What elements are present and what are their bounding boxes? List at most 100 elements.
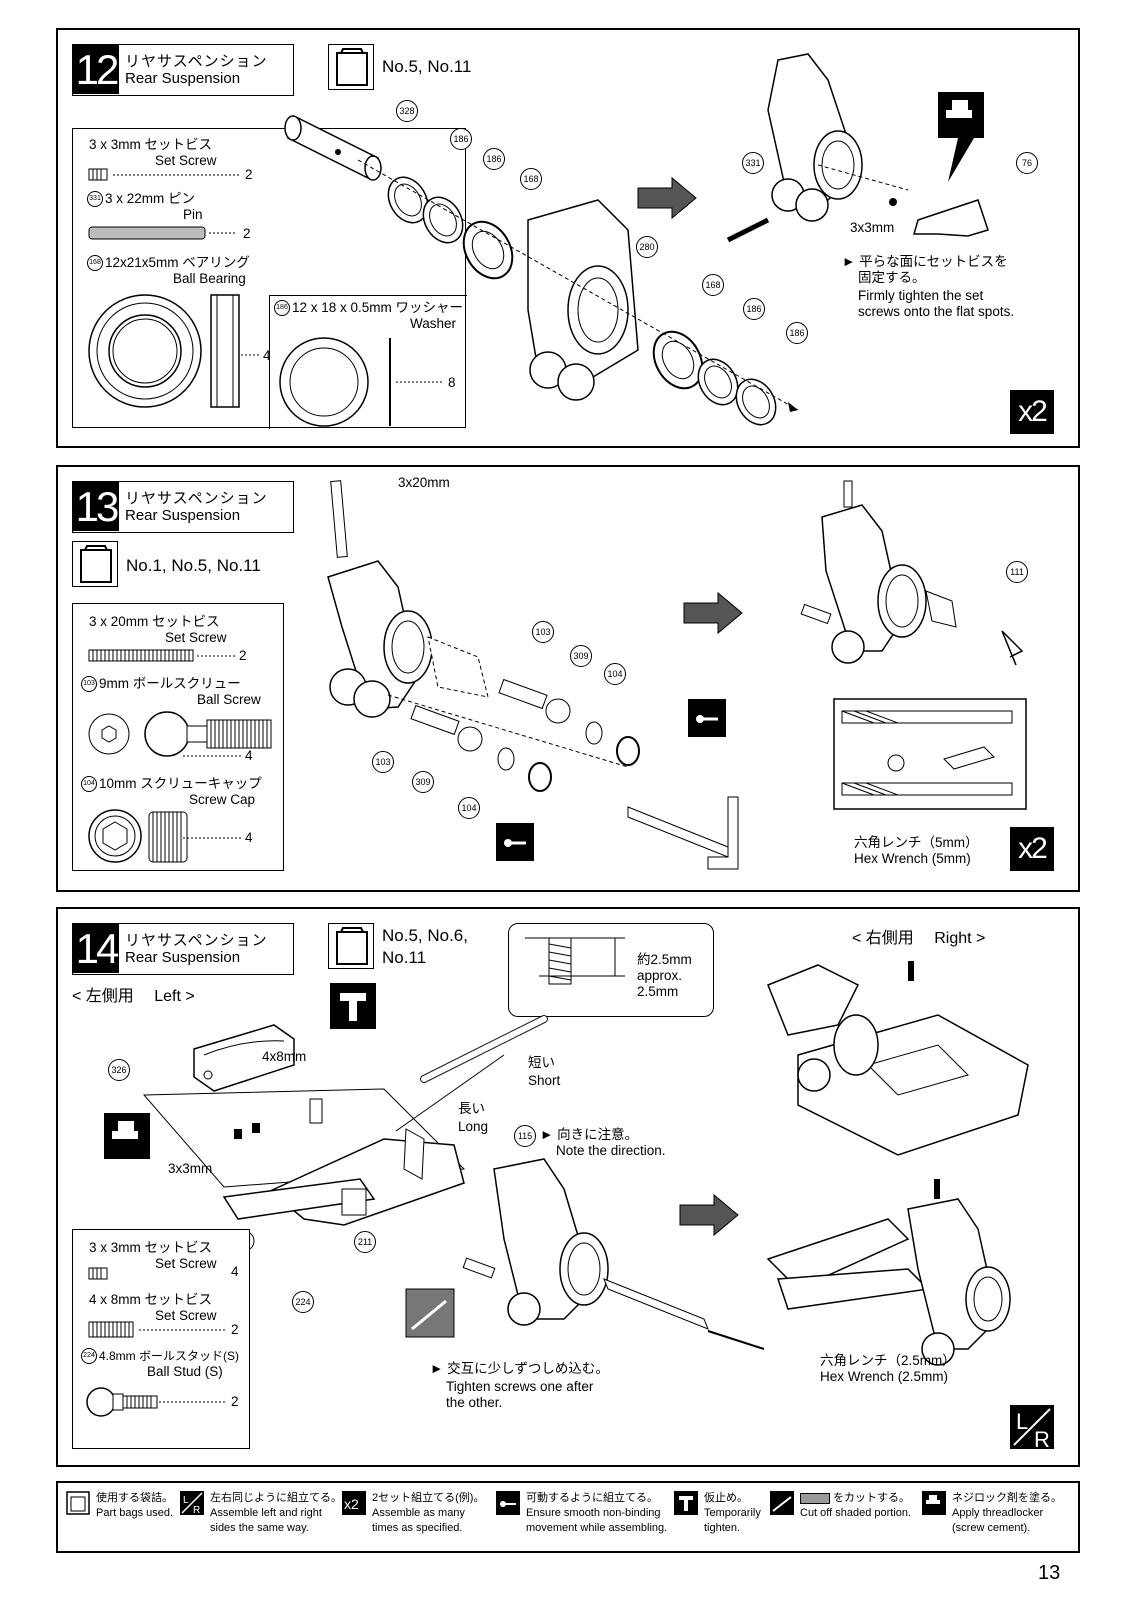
- wrench-label-en: Hex Wrench (5mm): [854, 851, 971, 866]
- part-name-jp: 3 x 3mm セットビス: [89, 1240, 213, 1255]
- legend-en-1: Ensure smooth non-binding: [526, 1507, 661, 1519]
- direction-note: ► 向きに注意。: [540, 1127, 639, 1142]
- threadlocker-icon: [922, 1491, 946, 1515]
- short-label-en: Short: [528, 1073, 561, 1088]
- part-name-en: Ball Stud (S): [147, 1364, 223, 1379]
- part-bag-icon: [328, 44, 374, 90]
- part-name-en: Pin: [183, 207, 203, 222]
- step-title-jp: リヤサスペンション: [125, 931, 268, 949]
- part-name-en: Set Screw: [155, 153, 217, 168]
- part-name-jp: 10mm スクリューキャップ: [99, 776, 262, 791]
- part-callout: 186: [786, 322, 808, 344]
- part-qty: 4: [245, 830, 253, 845]
- part-bags-label-1: No.5, No.6,: [382, 926, 468, 945]
- legend-en-2: times as specified.: [372, 1522, 463, 1534]
- part-callout: 186: [743, 298, 765, 320]
- legend-en-1: Assemble as many: [372, 1507, 465, 1519]
- part-qty: 2: [231, 1394, 239, 1409]
- legend-en-1: Assemble left and right: [210, 1507, 322, 1519]
- step-title-jp: リヤサスペンション: [125, 52, 268, 70]
- step14-right-assembly: [767, 961, 1029, 1156]
- step-title-en: Rear Suspension: [125, 70, 241, 87]
- part-callout: 103: [372, 751, 394, 773]
- step-14-panel: 14 リヤサスペンション Rear Suspension No.5, No.6,…: [56, 907, 1080, 1467]
- movement-icon: [496, 1491, 520, 1515]
- times-badge: x2: [1010, 827, 1054, 871]
- note-jp-1: 平らな面にセットビスを: [859, 254, 1008, 269]
- part-callout: 224: [292, 1291, 314, 1313]
- legend-item: x2 2セット組立てる(例)。 Assemble as many times a…: [342, 1491, 492, 1547]
- legend-en-1: Part bags used.: [96, 1507, 174, 1519]
- set-screw-icon: [88, 168, 108, 181]
- legend-item: 使用する袋詰。 Part bags used.: [66, 1491, 176, 1547]
- part-callout: 104: [604, 663, 626, 685]
- legend-en-2: movement while assembling.: [526, 1522, 668, 1534]
- part-callout: 168: [87, 255, 103, 271]
- legend-en-2: sides the same way.: [210, 1522, 309, 1534]
- step12-exploded-drawing: [284, 115, 799, 426]
- part-callout: 280: [636, 236, 658, 258]
- long-label-jp: 長い: [458, 1101, 485, 1116]
- part-name-jp: 9mm ボールスクリュー: [99, 676, 241, 691]
- legend-item-cut: をカットする。: [800, 1491, 910, 1505]
- part-name-en: Set Screw: [165, 630, 227, 645]
- screw-size-label: 3x20mm: [398, 475, 450, 490]
- part-callout: 103: [532, 621, 554, 643]
- part-callout: 104: [81, 776, 97, 792]
- part-name-jp: 12x21x5mm ベアリング: [105, 255, 250, 270]
- part-qty: 2: [239, 648, 247, 663]
- part-name-en: Ball Screw: [197, 692, 261, 707]
- pin-icon: [88, 226, 206, 240]
- legend-jp: 左右同じように組立てる。: [210, 1492, 342, 1504]
- ball-bearing-icon: [88, 294, 240, 408]
- x2-icon: x2: [342, 1491, 366, 1515]
- part-name-jp: 4.8mm ボールスタッド(S): [99, 1349, 240, 1363]
- note-en-1: Firmly tighten the set: [858, 288, 984, 303]
- legend-jp: 可動するように組立てる。: [526, 1492, 658, 1504]
- left-side-label: < 左側用 Left >: [72, 988, 195, 1005]
- part-callout: 186: [483, 148, 505, 170]
- part-callout: 328: [396, 100, 418, 122]
- part-callout: 224: [81, 1348, 97, 1364]
- part-callout: 211: [354, 1231, 376, 1253]
- svg-text:x2: x2: [344, 1496, 359, 1512]
- step13-assembled-drawing: [800, 480, 1024, 666]
- svg-text:L: L: [1016, 1409, 1028, 1434]
- part-callout: 103: [81, 676, 97, 692]
- legend-item: ネジロック剤を塗る。 Apply threadlocker (screw cem…: [922, 1491, 1076, 1547]
- right-side-label: < 右側用 Right >: [852, 930, 986, 947]
- legend-item: 可動するように組立てる。 Ensure smooth non-binding m…: [496, 1491, 670, 1547]
- step-12-header: 12 リヤサスペンション Rear Suspension: [72, 44, 294, 96]
- part-callout: 326: [108, 1059, 130, 1081]
- temporary-tighten-icon: [674, 1491, 698, 1515]
- part-qty: 2: [245, 167, 253, 182]
- step13-exploded-drawing: [327, 480, 739, 870]
- washer-icon: [279, 337, 391, 427]
- set-screw-icon: [88, 1267, 108, 1280]
- part-name-en: Washer: [410, 316, 457, 331]
- depth-label-en-2: 2.5mm: [637, 984, 679, 999]
- tighten-note: ► 交互に少しずつしめ込む。: [430, 1361, 609, 1376]
- part-callout: 309: [412, 771, 434, 793]
- part-name-en: Set Screw: [155, 1256, 217, 1271]
- legend-en-2: tighten.: [704, 1522, 741, 1534]
- legend-item: をカットする。 Cut off shaded portion.: [770, 1491, 918, 1547]
- part-name-jp: 4 x 8mm セットビス: [89, 1292, 213, 1307]
- step-number: 14: [73, 924, 119, 973]
- movement-icon: [688, 699, 726, 737]
- legend-jp: 2セット組立てる(例)。: [372, 1492, 485, 1504]
- direction-en: Note the direction.: [556, 1143, 666, 1158]
- parts-list: 3 x 3mm セットビス Set Screw 4 4 x 8mm セットビス …: [72, 1229, 250, 1449]
- part-callout: 104: [458, 797, 480, 819]
- depth-detail-box: 約2.5mm approx. 2.5mm: [508, 923, 714, 1017]
- shaded-swatch: [800, 1492, 830, 1504]
- legend-jp: をカットする。: [833, 1492, 911, 1504]
- part-bags-label-2: No.11: [382, 948, 427, 967]
- wrench-label-jp: 六角レンチ（5mm）: [854, 835, 979, 850]
- svg-text:R: R: [193, 1505, 200, 1516]
- axle-part-328: [284, 115, 382, 181]
- part-callout: 115: [514, 1125, 536, 1147]
- note-jp: ► 平らな面にセットビスを: [842, 254, 1008, 269]
